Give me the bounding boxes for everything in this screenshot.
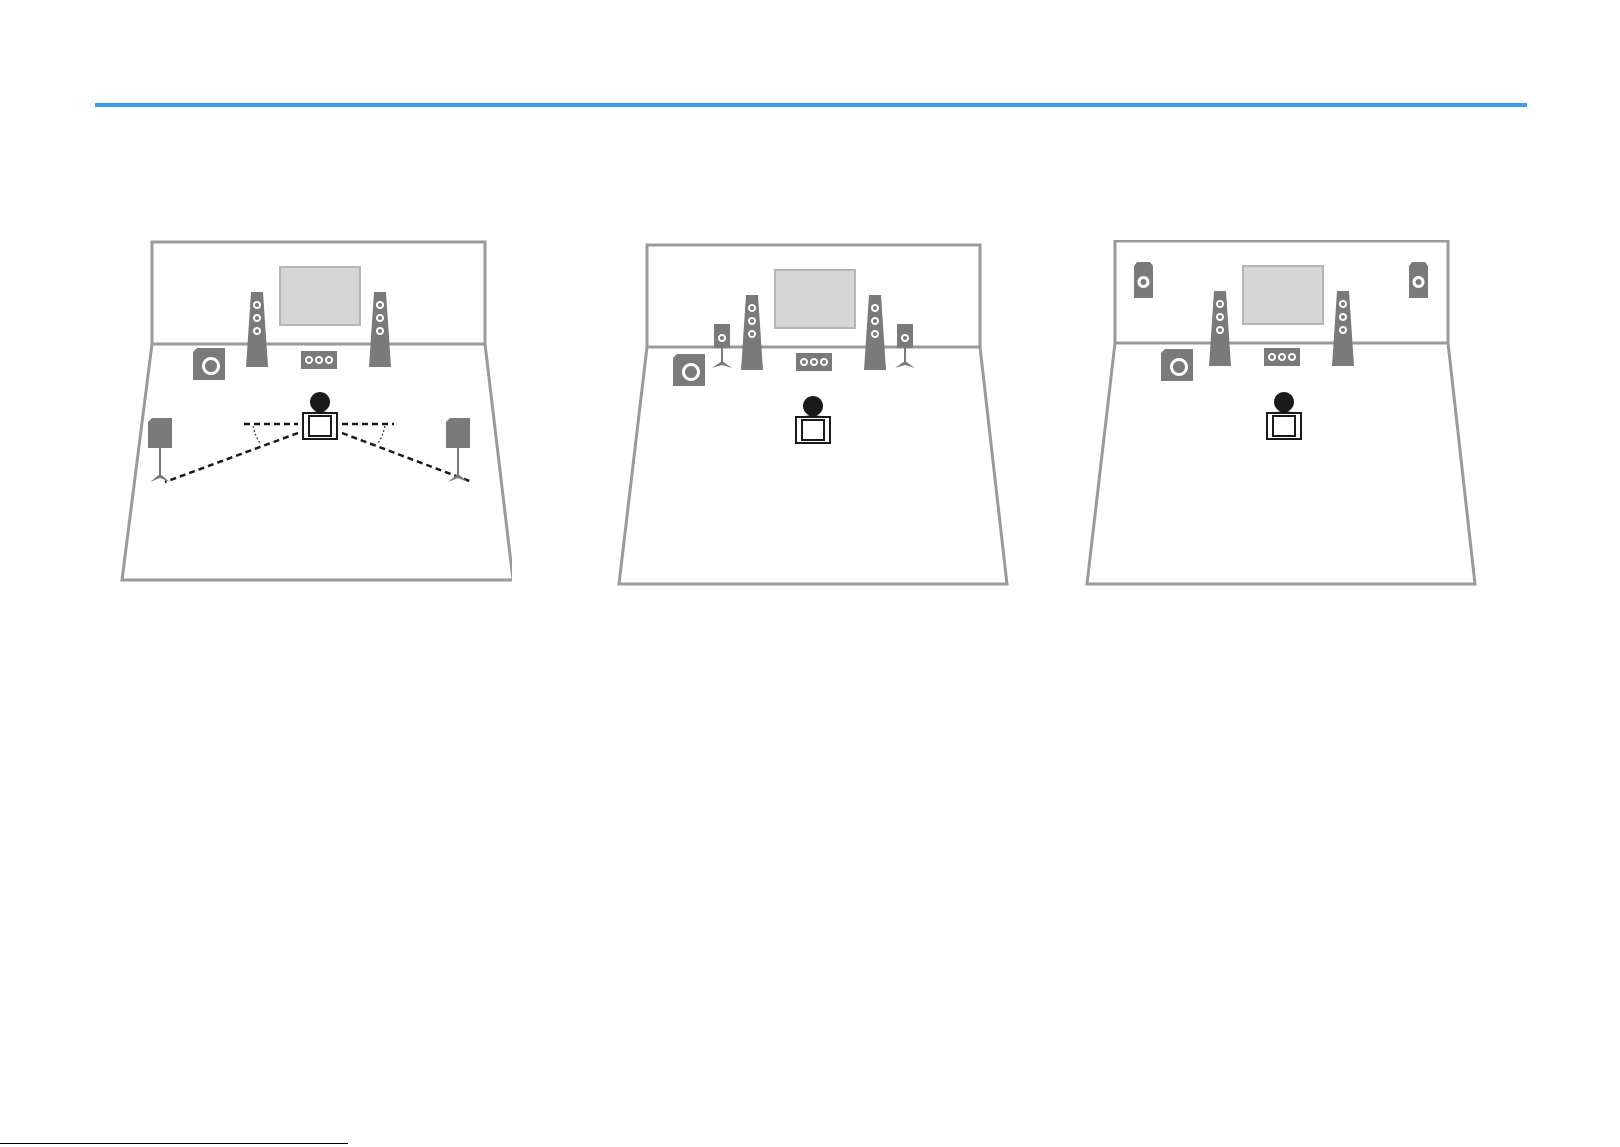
tower-speaker-icon — [369, 292, 391, 367]
center-speaker-icon — [1264, 348, 1300, 366]
presence-speaker-icon — [895, 324, 915, 368]
room-layout-svg-1 — [120, 240, 512, 582]
bookshelf-speaker-icon — [148, 418, 172, 482]
tower-speaker-icon — [1332, 291, 1354, 366]
tv-icon — [1243, 266, 1323, 324]
footer-rule — [0, 1143, 348, 1144]
subwoofer-icon — [1161, 349, 1193, 381]
center-speaker-icon — [796, 353, 832, 371]
tower-speaker-icon — [246, 292, 268, 367]
listener-icon — [1267, 392, 1301, 439]
tv-icon — [775, 270, 855, 328]
room-diagram-1 — [120, 240, 512, 582]
tower-speaker-icon — [864, 295, 886, 370]
listener-icon — [303, 392, 337, 439]
header-accent-rule — [95, 103, 1527, 107]
room-diagram-2 — [617, 240, 1009, 587]
room-diagram-3 — [1085, 240, 1477, 587]
listener-icon — [796, 396, 830, 443]
center-speaker-icon — [301, 351, 337, 369]
presence-wall-speaker-icon — [1134, 262, 1153, 298]
presence-wall-speaker-icon — [1409, 262, 1428, 298]
room-layout-svg-3 — [1085, 240, 1477, 587]
tv-icon — [280, 267, 360, 325]
room-layout-svg-2 — [617, 240, 1009, 587]
presence-speaker-icon — [712, 324, 732, 368]
subwoofer-icon — [193, 348, 225, 380]
subwoofer-icon — [673, 354, 705, 386]
tower-speaker-icon — [1209, 291, 1231, 366]
tower-speaker-icon — [741, 295, 763, 370]
